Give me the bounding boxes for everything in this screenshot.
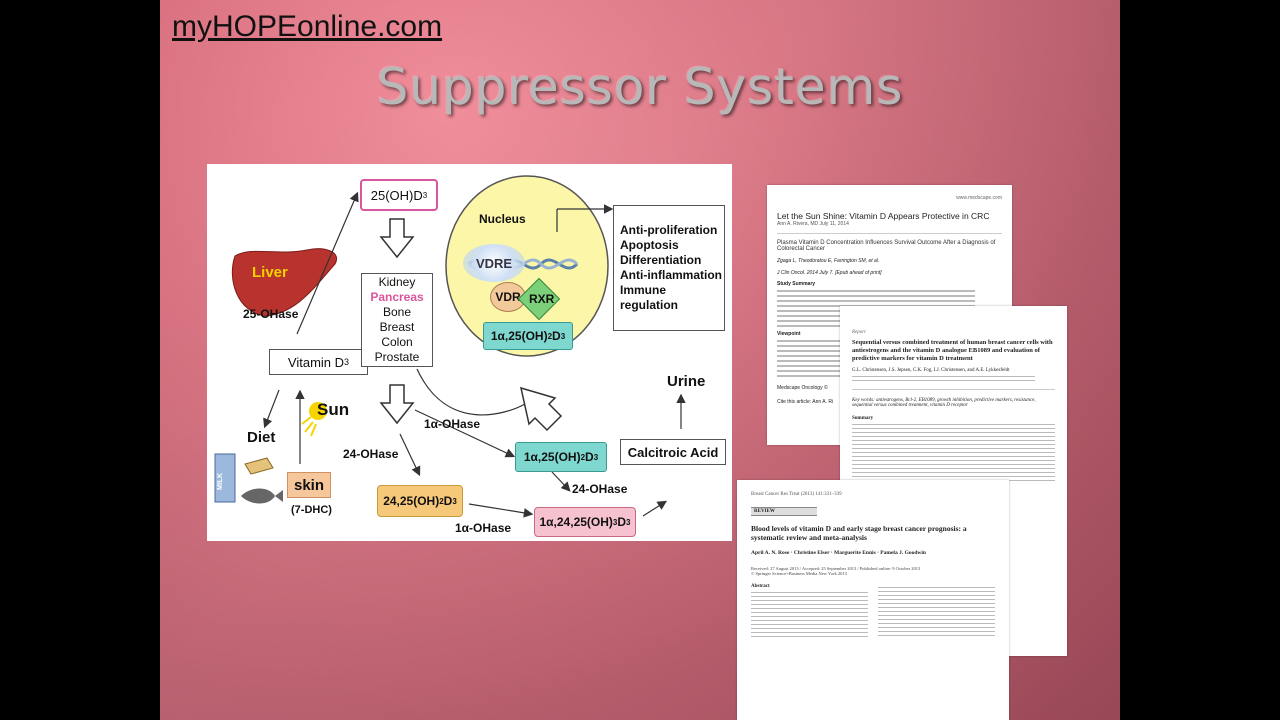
paper1-section: Study Summary xyxy=(777,281,816,287)
paper3-label: REVIEW xyxy=(751,507,817,516)
paper1-authors: Ann A. Rivera, MD July 11, 2014 xyxy=(777,221,849,227)
milk-carton xyxy=(214,453,236,503)
paper1-footer1: Medscape Oncology © xyxy=(777,385,828,391)
paper3-copyright: © Springer Science+Business Media New Yo… xyxy=(751,571,847,576)
rxr-label: RXR xyxy=(529,292,555,306)
effects-list-box: Anti-proliferation Apoptosis Differentia… xyxy=(613,205,725,331)
arrow-diet xyxy=(263,389,280,429)
paper-blood-levels-review: Breast Cancer Res Treat (2013) 141:331–3… xyxy=(737,480,1009,720)
fish-shape xyxy=(241,488,283,504)
paper3-abstract-label: Abstract xyxy=(751,584,770,589)
sun-label: Sun xyxy=(317,400,350,419)
skin-box: skin xyxy=(287,472,331,498)
effect-item: Anti-proliferation xyxy=(620,223,718,237)
paper1-title: Let the Sun Shine: Vitamin D Appears Pro… xyxy=(777,211,990,221)
liver-label: Liver xyxy=(252,264,288,281)
enzyme-24-right-label: 24-OHase xyxy=(572,482,628,496)
effect-item: Anti-inflammation xyxy=(620,268,722,282)
paper3-authors: April A. N. Rose · Christine Elser · Mar… xyxy=(751,550,926,556)
nucleus-label: Nucleus xyxy=(479,212,526,226)
paper1-subtitle: Plasma Vitamin D Concentration Influence… xyxy=(777,240,996,252)
sun-circle xyxy=(309,402,327,420)
effect-item: Immune regulation xyxy=(620,283,679,312)
paper3-title: Blood levels of vitamin D and early stag… xyxy=(751,524,967,542)
paper2-header: Report xyxy=(852,330,866,335)
paper2-section: Summary xyxy=(852,416,874,421)
hollow-arrow-up xyxy=(519,386,563,432)
skin-sub-label: (7-DHC) xyxy=(291,504,332,516)
paper3-received: Received: 27 August 2013 / Accepted: 25 … xyxy=(751,566,921,571)
effect-item: Apoptosis xyxy=(620,238,679,252)
urine-label: Urine xyxy=(667,373,706,390)
paper1-header: www.medscape.com xyxy=(956,195,1002,201)
paper2-authors: G.L. Christensen, J.S. Jepsen, C.K. Fog,… xyxy=(852,368,1010,373)
effect-item: Differentiation xyxy=(620,253,702,267)
liver-shape xyxy=(231,248,338,317)
calcitroic-acid-box: Calcitroic Acid xyxy=(620,439,726,465)
arrow-24ohase-right xyxy=(551,471,571,492)
slide-title: Suppressor Systems xyxy=(376,58,904,116)
paper3-journal: Breast Cancer Res Treat (2013) 141:331–3… xyxy=(751,492,842,497)
liver-enzyme-label: 25-OHase xyxy=(243,307,299,321)
cheese-shape xyxy=(244,457,274,475)
paper2-title: Sequential versus combined treatment of … xyxy=(852,339,1053,362)
arrow-24ohase xyxy=(399,433,421,477)
arrow-to-12425 xyxy=(468,503,534,518)
arrow-1aohase xyxy=(414,409,516,458)
diet-label: Diet xyxy=(247,429,276,446)
hollow-arrow-down-2 xyxy=(379,384,415,425)
tissue-list-box: Kidney Pancreas Bone Breast Colon Prosta… xyxy=(361,273,433,367)
hollow-arrow-down-1 xyxy=(379,218,415,259)
enzyme-24-left-label: 24-OHase xyxy=(343,447,399,461)
site-link[interactable]: myHOPEonline.com xyxy=(172,10,443,43)
paper2-keywords: Key words: antiestrogens, Bcl-2, EB1089,… xyxy=(852,398,1036,408)
paper1-citation: Zgaga L, Theodoratou E, Farrington SM, e… xyxy=(777,258,880,264)
enzyme-1a-bottom-label: 1α-OHase xyxy=(455,521,512,535)
milk-label: MILK xyxy=(217,472,224,490)
enzyme-1a-top-label: 1α-OHase xyxy=(424,417,481,431)
vdre-element: VDRE xyxy=(463,244,525,282)
arrow-vitd-to-25oh xyxy=(296,191,359,335)
paper1-footer2: Cite this article: Ann A. Ri xyxy=(777,399,834,405)
paper1-viewpoint: Viewpoint xyxy=(777,331,801,337)
arrow-to-calcitroic xyxy=(642,500,668,517)
paper1-journal: J Clin Oncol. 2014 July 7. [Epub ahead o… xyxy=(777,270,882,276)
